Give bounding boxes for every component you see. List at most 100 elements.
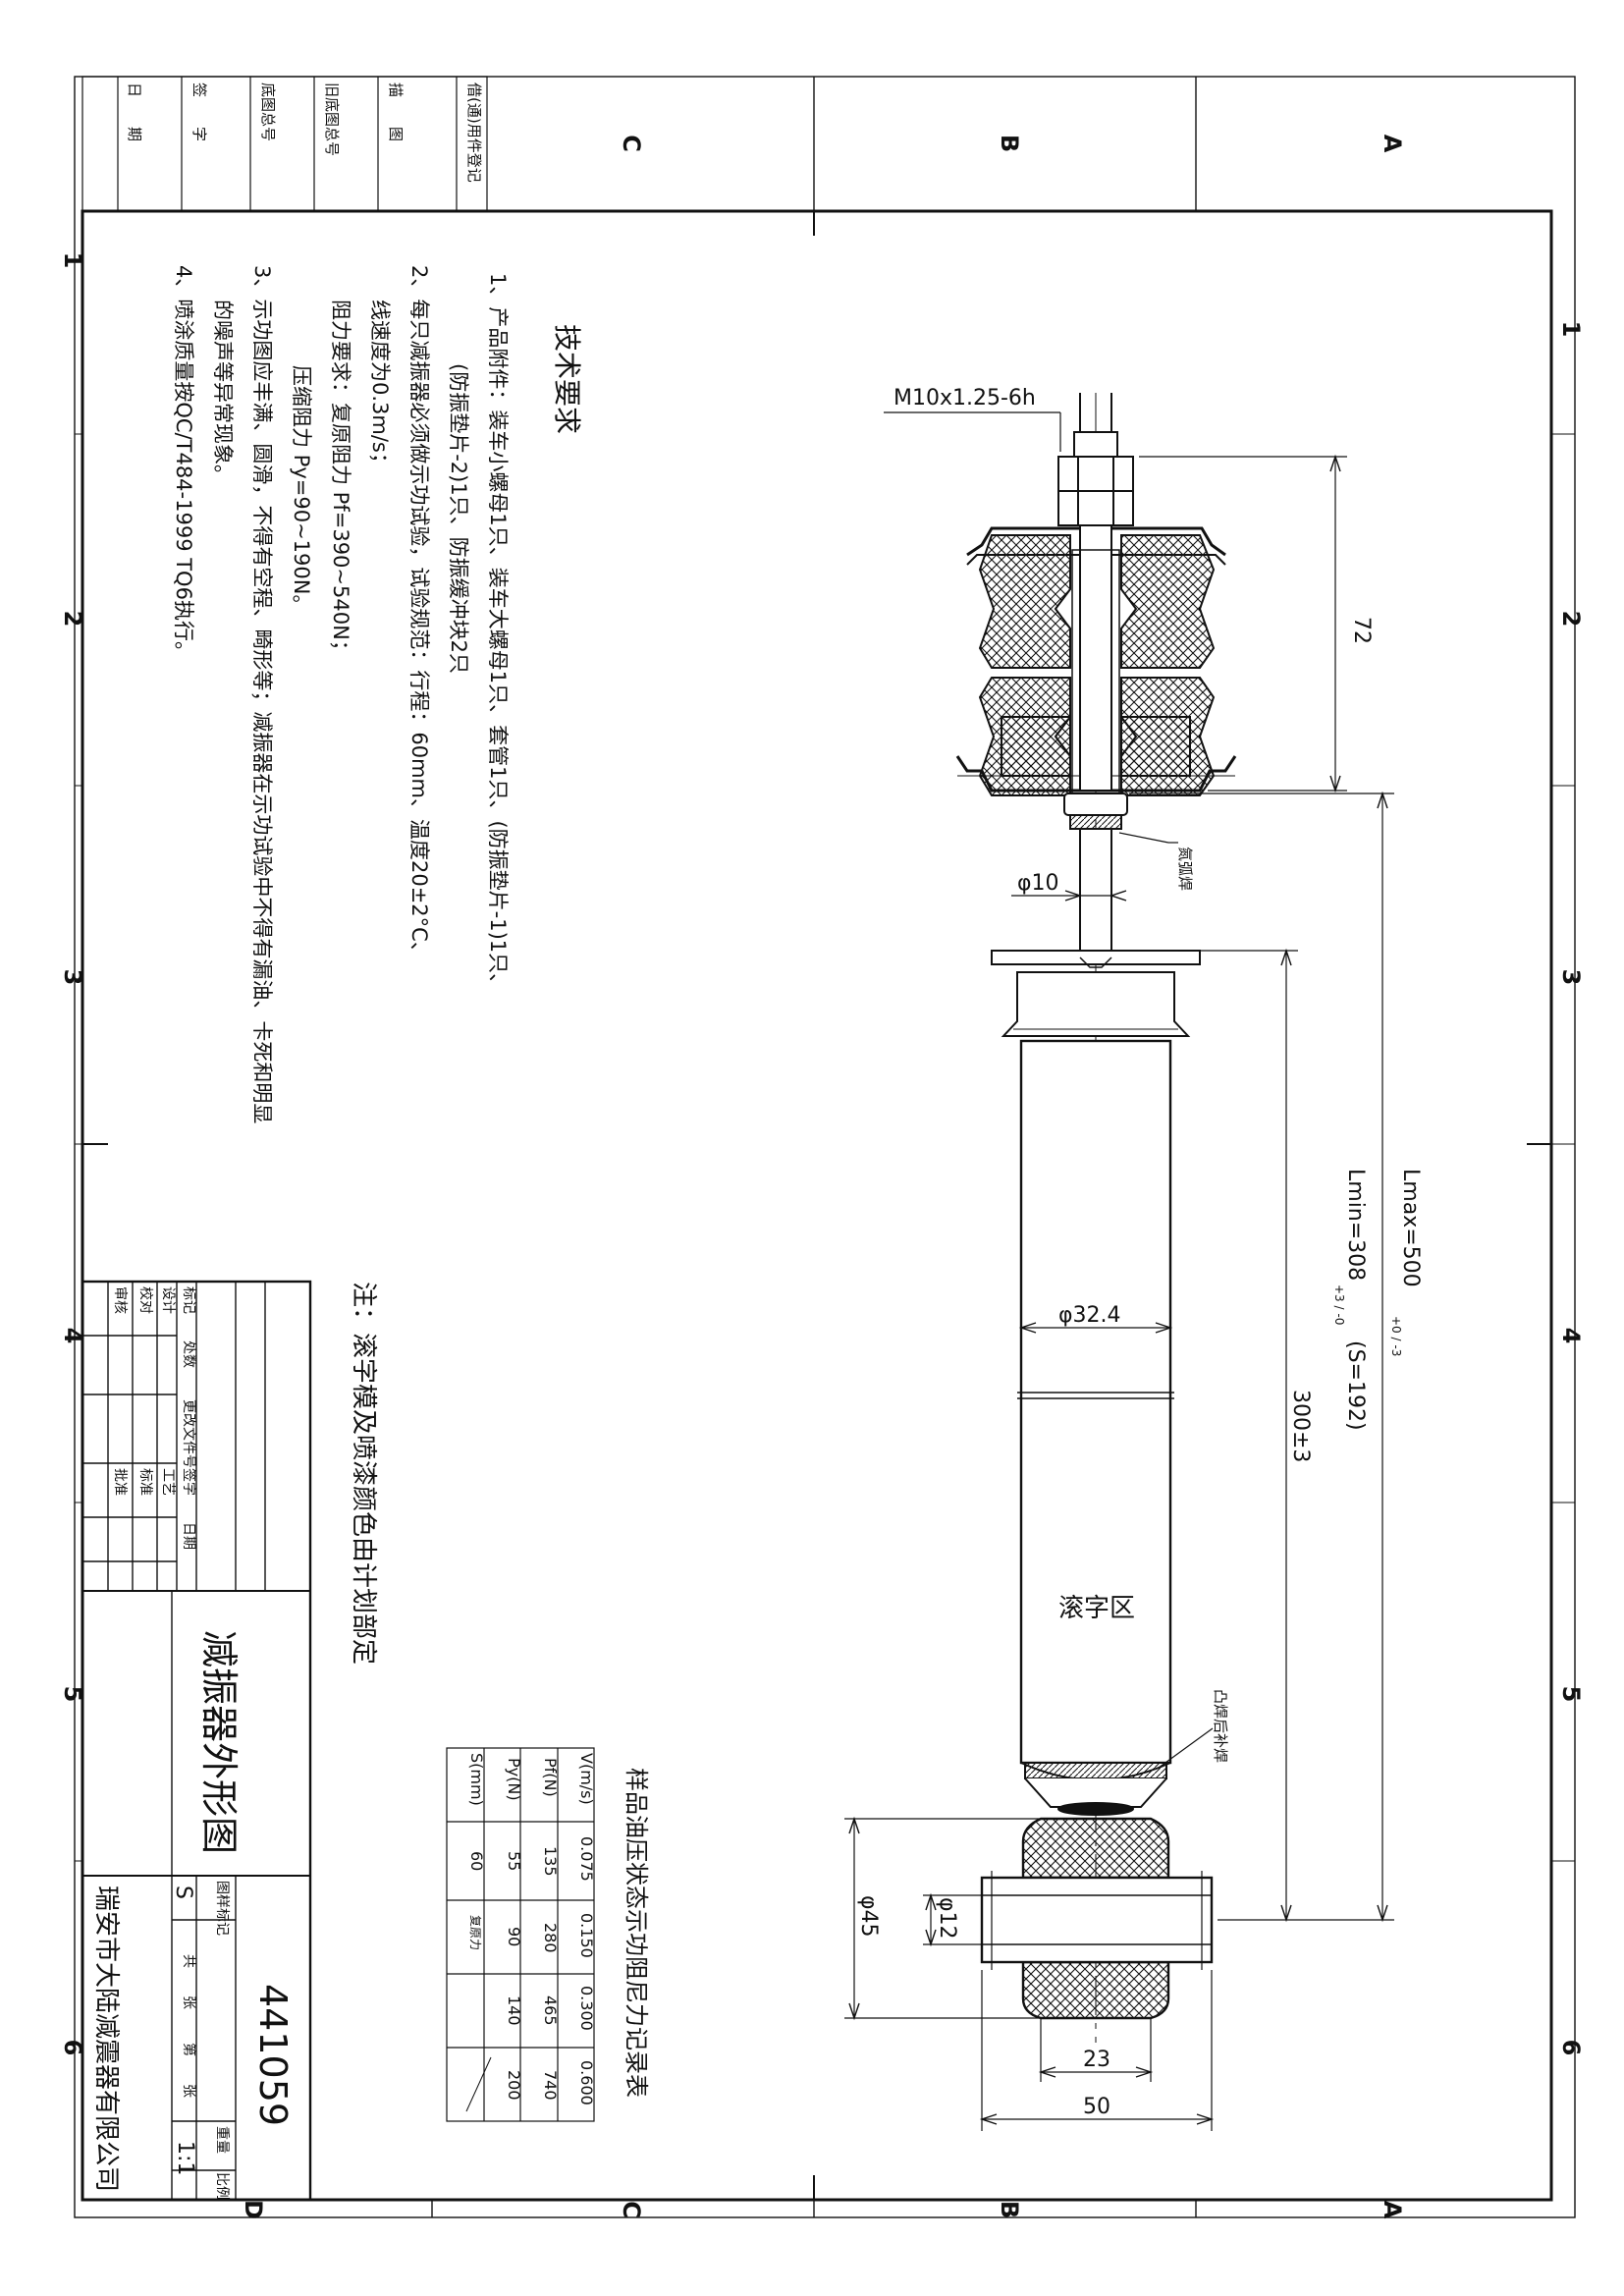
zone-letters: A B C A B C D [240,135,1406,2219]
eye-sleeve [980,1876,1214,1964]
reg-row-3: 底图总号 [259,82,277,141]
sign-header-3: 更改文件号 [181,1399,196,1468]
dim-stroke: (S=192) [1343,1340,1368,1431]
cell-py-4: 200 [505,2070,523,2101]
dim-lmin: Lmin=308 [1343,1169,1368,1281]
zone-number-3-right: 3 [1557,969,1585,986]
cell-s-2: 复原力 [468,1915,482,1950]
hdr-s: S(mm) [467,1753,486,1806]
rod-collar [1063,793,1128,816]
dim-rod-dia: φ10 [1017,871,1059,896]
dim-eye-inner: φ12 [935,1897,959,1940]
callout-projection-weld: 凸焊后补焊 [1212,1689,1229,1763]
hdr-py: Py(N) [505,1758,523,1801]
tech-req-line-4: 线速度为0.3m/s； [368,300,392,473]
cell-pf-4: 740 [541,2070,560,2101]
weld-band [1024,1762,1167,1779]
dim-top-height: 72 [1349,617,1374,644]
tech-req-line-2: (防振垫片-2)1只、防振缓冲块2只 [447,363,470,674]
cylinder-cap [1001,971,1191,1037]
eye-bushing [980,1817,1214,2020]
stage-label: 图样标记 [214,1881,230,1936]
dim-eye-width: 50 [1083,2095,1110,2119]
zone-number-6-right: 6 [1557,2040,1585,2056]
sheet-total: 共 张 [181,1954,196,2009]
registration-labels: 借(通)用件登记 描 图 旧底图总号 底图总号 签 字 日 期 [126,82,483,183]
drawing-title: 减振器外形图 [197,1630,241,1854]
sheet-number: 第 张 [181,2043,197,2098]
stage-value: S [171,1886,195,1899]
scale-label: 比例 [214,2172,230,2200]
cell-v-2: 0.150 [577,1913,596,1958]
reg-title: 借(通)用件登记 [465,82,483,183]
zone-number-5-left: 5 [59,1686,86,1703]
drawing-number: 441059 [251,1984,295,2126]
title-block-text: 标记 处数 更改文件号 签字 日期 设计 校对 审核 工艺 标准 批准 减振器外… [91,1286,295,2200]
piston-rod-upper [1079,524,1112,792]
frame [74,76,1576,2218]
zone-number-2-left: 2 [59,611,86,628]
zone-letter-b-top: B [996,135,1023,152]
cell-py-2: 90 [505,1927,523,1946]
zone-number-4-left: 4 [59,1328,86,1344]
dimension-labels: M10x1.25-6h 72 φ10 φ32.4 滚字区 Lmax=500 +0… [856,386,1423,2119]
role-approve: 批准 [112,1468,128,1496]
sign-header-5: 日期 [181,1522,196,1550]
cell-py-1: 55 [505,1851,523,1871]
role-design: 设计 [160,1286,176,1314]
cell-pf-3: 465 [541,1995,560,2026]
cell-s-1: 60 [467,1851,486,1871]
dim-eye-outer: φ45 [856,1895,881,1938]
dim-mid: 300±3 [1288,1390,1313,1462]
cell-v-4: 0.600 [577,2060,596,2105]
callout-argon-weld: 氮弧焊 [1176,847,1194,891]
title-block [81,1280,312,2202]
rubber-bushes [978,534,1216,796]
reg-row-2: 旧底图总号 [323,82,341,156]
sign-header-1: 标记 [181,1286,196,1314]
role-review: 审核 [112,1286,128,1314]
tech-req-line-9: 4、喷涂质量按QC/T484-1999 TQ6执行。 [172,265,195,662]
zone-number-3-left: 3 [59,969,86,986]
hdr-v: V(m/s) [577,1753,596,1805]
role-process: 工艺 [160,1468,176,1496]
dim-lmin-tol: +3 / -0 [1332,1285,1346,1325]
zone-number-5-right: 5 [1557,1686,1585,1703]
role-standard: 标准 [137,1468,153,1496]
hdr-pf: Pf(N) [541,1758,560,1797]
zone-number-1-right: 1 [1557,321,1585,338]
company-name: 瑞安市大陆减震器有限公司 [91,1886,121,2192]
record-table-title: 样品油压状态示功阻尼力记录表 [623,1768,650,2098]
piston-rod [1079,828,1112,956]
zone-numbers: 1 2 3 4 5 6 1 2 3 4 5 6 [59,252,1585,2056]
top-nut [1057,393,1134,526]
tech-req-line-7: 3、示功图应丰满、圆滑，不得有空程、畸形等；减振器在示功试验中不得有漏油、卡死和… [250,265,274,1123]
zone-number-6-left: 6 [59,2040,86,2056]
tech-req-line-3: 2、每只减振器必须做示功试验，试验规范：行程：60mm、温度20±2°C、 [407,265,431,962]
zone-number-1-left: 1 [59,252,86,269]
tech-req-title: 技术要求 [551,324,583,434]
zone-letter-c-bottom: C [618,2201,645,2218]
zone-letter-d-bottom: D [240,2200,267,2219]
tech-req-line-6: 压缩阻力 Py=90~190N。 [290,365,313,615]
dim-lmax-tol: +0 / -3 [1389,1316,1403,1356]
scale-value: 1:1 [173,2141,197,2175]
dimensions [844,411,1394,2131]
zone-letter-c-top: C [618,135,645,152]
cell-v-3: 0.300 [577,1986,596,2031]
weight-label: 重量 [214,2126,230,2154]
cylinder-body [1019,1039,1172,1765]
dim-bush-width: 23 [1083,2048,1110,2072]
registration-strip [81,76,488,212]
tech-req-line-8: 的噪声等异常现象。 [211,300,235,485]
zone-number-2-right: 2 [1557,611,1585,628]
role-check: 校对 [137,1286,154,1314]
reg-row-1: 描 图 [387,82,405,141]
cell-pf-1: 135 [541,1846,560,1877]
dim-body-dia: φ32.4 [1058,1303,1121,1328]
cell-py-3: 140 [505,1995,523,2026]
zone-letter-a-bottom: A [1379,2201,1406,2219]
record-table-text: 样品油压状态示功阻尼力记录表 V(m/s) Pf(N) Py(N) S(mm) … [467,1753,650,2105]
cell-v-1: 0.075 [577,1836,596,1882]
